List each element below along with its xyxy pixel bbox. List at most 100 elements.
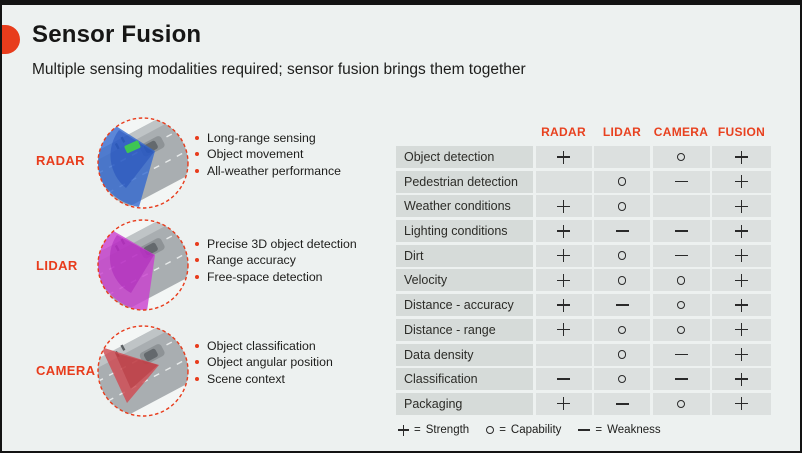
radar-bullets: Long-range sensing Object movement All-w… [194,130,341,179]
page-subtitle: Multiple sensing modalities required; se… [32,61,526,78]
row-label: Pedestrian detection [396,170,533,193]
minus-icon [674,353,688,356]
radar-label: RADAR [36,153,85,168]
minus-icon [615,304,629,306]
table-cell [712,195,771,218]
table-cell [652,170,710,193]
plus-icon [557,199,570,213]
table-cell [594,392,650,415]
list-item: Long-range sensing [194,130,341,146]
bullet-dot-icon [195,136,199,140]
circle-icon [617,276,627,285]
row-label: Distance - accuracy [396,294,533,317]
table-cell [594,368,650,391]
table-cell [535,170,592,193]
bullet-dot-icon [195,274,199,279]
plus-icon [735,323,748,337]
accent-half-circle [2,25,20,54]
circle-icon [676,152,686,162]
plus-icon [557,298,570,312]
table-cell [712,368,771,391]
bullet-dot-icon [195,258,199,263]
detected-object [124,140,141,154]
camera-cone [101,347,159,403]
plus-icon [735,298,748,312]
table-cell [535,195,592,218]
minus-icon [674,255,688,257]
lidar-label: LIDAR [36,258,78,273]
camera-label: CAMERA [36,363,96,378]
list-item: Precise 3D object detection [194,236,357,252]
table-cell [652,392,710,415]
table-cell [652,220,710,243]
plus-icon [557,150,570,164]
plus-icon [557,249,570,263]
minus-icon [674,180,688,183]
circle-icon [617,251,627,261]
plus-icon [557,323,570,337]
row-label: Data density [396,343,533,366]
table-cell [535,294,592,317]
table-cell [652,244,710,267]
table-cell [594,220,650,243]
table-cell [535,146,592,168]
row-label: Classification [396,368,533,391]
plus-icon [557,397,570,411]
plus-icon [735,348,748,361]
list-item: Scene context [194,371,333,387]
plus-icon [735,175,748,189]
table-cell [594,170,650,193]
table-cell [712,170,771,193]
lidar-scene-image [97,219,189,311]
row-label: Object detection [396,146,533,168]
table-cell [712,220,771,243]
table-cell [594,146,650,168]
circle-icon [676,300,686,310]
table-cell [535,368,592,391]
table-cell [712,318,771,341]
row-label: Lighting conditions [396,220,533,243]
sensor-comparison-table: RADAR LIDAR CAMERA FUSION Object detecti… [396,122,771,415]
minus-icon [615,230,629,232]
plus-icon [735,199,748,213]
table-cell [652,294,710,317]
minus-icon [674,378,688,380]
table-cell [652,368,710,391]
table-cell [712,146,771,168]
column-header-fusion: FUSION [717,125,766,139]
circle-icon [617,177,627,186]
list-item: Object angular position [194,354,333,370]
table-cell [712,343,771,366]
circle-icon [676,276,686,285]
table-header-row: RADAR LIDAR CAMERA FUSION [396,122,771,142]
circle-icon [617,325,627,335]
lidar-cone [98,225,155,310]
row-label: Velocity [396,269,533,292]
bullet-dot-icon [195,168,199,173]
bullet-dot-icon [195,376,199,381]
column-header-radar: RADAR [541,125,586,139]
bullet-dot-icon [195,152,199,157]
list-item: Object classification [194,338,333,354]
circle-icon [486,426,495,434]
radar-scene-image [97,117,189,209]
table-cell [652,269,710,292]
plus-icon [735,372,748,386]
legend-item-capability: = Capability [486,424,561,436]
table-cell [535,343,592,366]
legend-item-strength: = Strength [398,424,469,436]
plus-icon [557,273,570,287]
table-cell [652,343,710,366]
circle-icon [676,399,686,409]
legend-item-weakness: = Weakness [578,424,661,436]
minus-icon [674,230,688,232]
table-cell [594,269,650,292]
table-cell [535,244,592,267]
table-cell [535,269,592,292]
list-item: All-weather performance [194,163,341,179]
camera-bullets: Object classification Object angular pos… [194,338,333,387]
list-item: Object movement [194,146,341,162]
row-label: Weather conditions [396,195,533,218]
circle-icon [676,325,686,335]
